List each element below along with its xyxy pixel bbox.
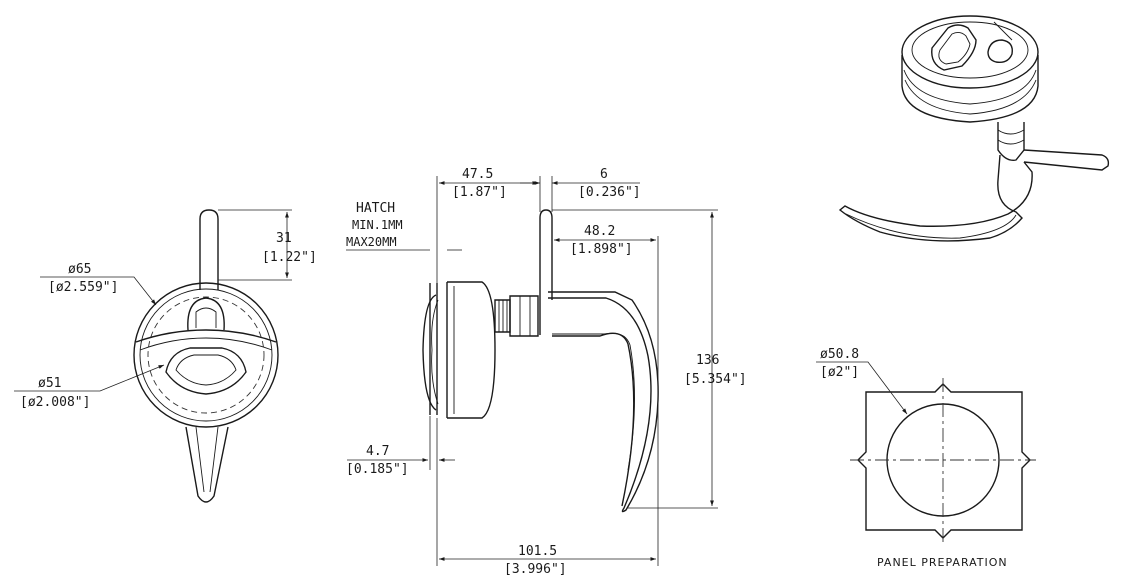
dim-4-7-imperial: [0.185"] [346,462,409,477]
side-handle-stem [539,209,553,335]
lower-tang-inner [195,426,219,493]
inner-dashed-circle [147,296,265,414]
lever-arm [548,291,659,513]
spring [494,299,511,333]
dim-4-7-metric: 4.7 [366,444,389,459]
dim-id-metric: ø51 [38,376,61,391]
front-view: 31 [1.22"] ø65 [ø2.559"] ø51 [ø2.008"] [14,209,317,503]
flange-body [446,281,496,419]
dim-47-5-metric: 47.5 [462,167,493,182]
dim-31-metric: 31 [276,231,292,246]
dim-136-imperial: [5.354"] [684,372,747,387]
dim-panel-imperial: [ø2"] [820,365,859,380]
outer-ring-inner-edge [139,288,273,422]
finger-recess-inner [175,354,237,386]
panel-outline [857,383,1031,539]
dim-47-5-imperial: [1.87"] [452,185,507,200]
cross-band-bottom [139,337,273,351]
lock-knuckle [187,297,225,331]
dim-id-imperial: [ø2.008"] [20,395,90,410]
outer-ring [133,282,279,428]
nut [509,295,539,337]
side-view: HATCH MIN.1MM MAX20MM 47.5 [1.87"] 6 [0.… [346,167,747,577]
hatch-max: MAX20MM [346,235,397,249]
panel-preparation: ø50.8 [ø2"] PANEL PREPARATION [816,347,1036,569]
front-handle-stem [199,209,219,290]
dim-31-imperial: [1.22"] [262,250,317,265]
front-bezel [422,294,437,411]
lever-underside [552,332,635,507]
dim-6-metric: 6 [600,167,608,182]
lower-tang [185,426,229,503]
isometric-view [838,15,1110,242]
lock-knuckle-inner [195,307,217,328]
dim-101-5-metric: 101.5 [518,544,557,559]
dim-6-imperial: [0.236"] [578,185,641,200]
hatch-label: HATCH [356,201,395,216]
dim-48-2-metric: 48.2 [584,224,615,239]
dim-od-imperial: [ø2.559"] [48,280,118,295]
dim-136-metric: 136 [696,353,719,368]
dim-101-5-imperial: [3.996"] [504,562,567,577]
dim-panel-metric: ø50.8 [820,347,859,362]
panel-caption: PANEL PREPARATION [877,556,1008,569]
cross-band-top [135,329,277,343]
hatch-min: MIN.1MM [352,218,403,232]
dim-od-metric: ø65 [68,262,91,277]
finger-recess [165,347,247,395]
dim-48-2-imperial: [1.898"] [570,242,633,257]
